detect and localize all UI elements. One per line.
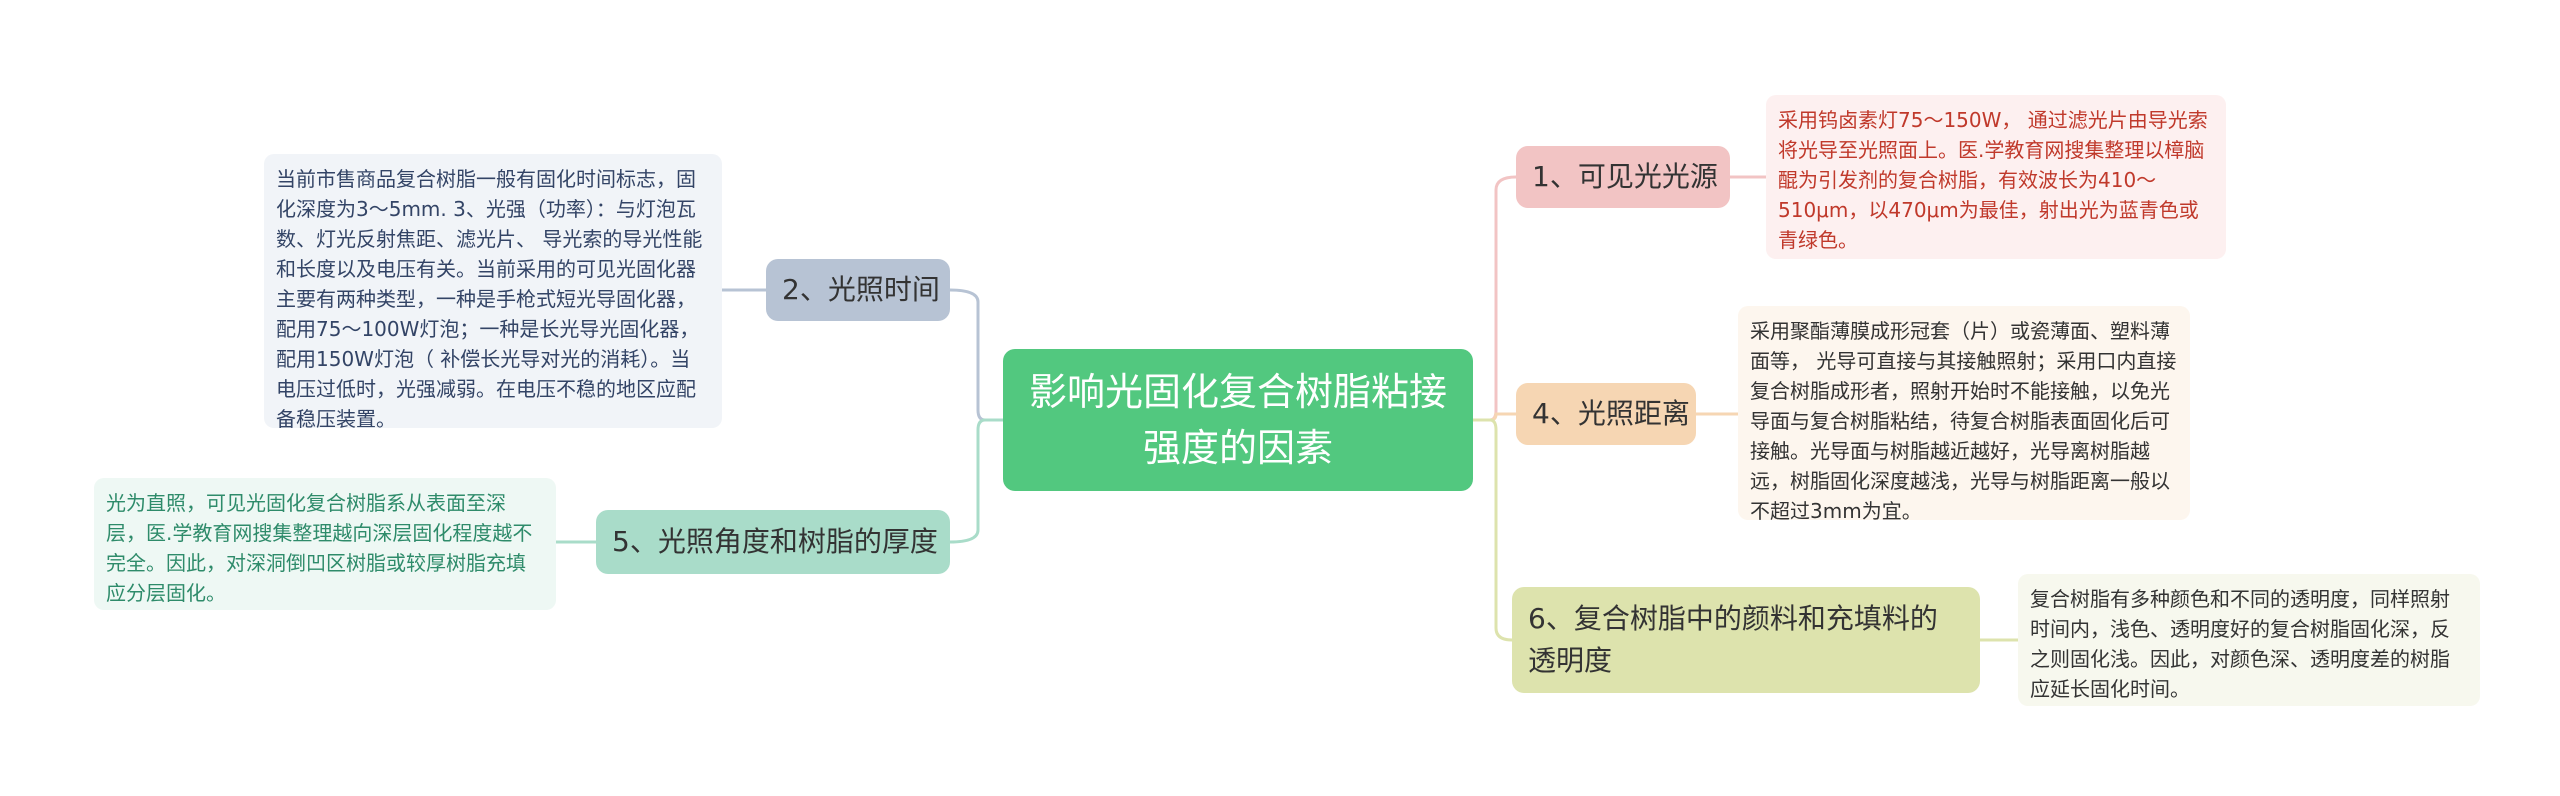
leaf-text: 复合树脂有多种颜色和不同的透明度，同样照射时间内，浅色、透明度好的复合树脂固化深… [2030,587,2450,701]
branch-label: 4、光照距离 [1532,397,1690,430]
leaf-text: 光为直照，可见光固化复合树脂系从表面至深层，医.学教育网搜集整理越向深层固化程度… [106,491,533,605]
central-topic-label: 影响光固化复合树脂粘接强度的因素 [1028,370,1447,470]
connector-center-to-branch-6 [1473,418,1513,642]
branch-label: 6、复合树脂中的颜料和充填料的透明度 [1528,602,1938,677]
connector-center-to-branch-2 [949,288,1003,422]
branch-label: 1、可见光光源 [1532,160,1718,193]
branch-light-time[interactable]: 2、光照时间 [766,259,950,321]
branch-label: 5、光照角度和树脂的厚度 [612,525,938,558]
branch-pigment-transparency[interactable]: 6、复合树脂中的颜料和充填料的透明度 [1512,587,1980,693]
connector-center-to-branch-1 [1473,175,1517,422]
branch-label: 2、光照时间 [782,273,940,306]
leaf-text: 采用聚酯薄膜成形冠套（片）或瓷薄面、塑料薄面等， 光导可直接与其接触照射；采用口… [1750,319,2177,523]
connector-center-to-branch-5 [949,418,1003,544]
branch-visible-light-source[interactable]: 1、可见光光源 [1516,146,1730,208]
central-topic[interactable]: 影响光固化复合树脂粘接强度的因素 [1003,349,1473,491]
leaf-light-distance[interactable]: 采用聚酯薄膜成形冠套（片）或瓷薄面、塑料薄面等， 光导可直接与其接触照射；采用口… [1738,306,2190,523]
leaf-text: 当前市售商品复合树脂一般有固化时间标志，固化深度为3～5mm. 3、光强（功率）… [276,167,703,431]
branch-light-distance[interactable]: 4、光照距离 [1516,383,1696,445]
leaf-text: 采用钨卤素灯75～150W， 通过滤光片由导光索将光导至光照面上。医.学教育网搜… [1778,108,2208,252]
leaf-visible-light-source[interactable]: 采用钨卤素灯75～150W， 通过滤光片由导光索将光导至光照面上。医.学教育网搜… [1766,95,2226,259]
branch-angle-thickness[interactable]: 5、光照角度和树脂的厚度 [596,510,950,574]
leaf-angle-thickness[interactable]: 光为直照，可见光固化复合树脂系从表面至深层，医.学教育网搜集整理越向深层固化程度… [94,478,556,610]
leaf-pigment-transparency[interactable]: 复合树脂有多种颜色和不同的透明度，同样照射时间内，浅色、透明度好的复合树脂固化深… [2018,574,2480,706]
leaf-light-time[interactable]: 当前市售商品复合树脂一般有固化时间标志，固化深度为3～5mm. 3、光强（功率）… [264,154,722,431]
